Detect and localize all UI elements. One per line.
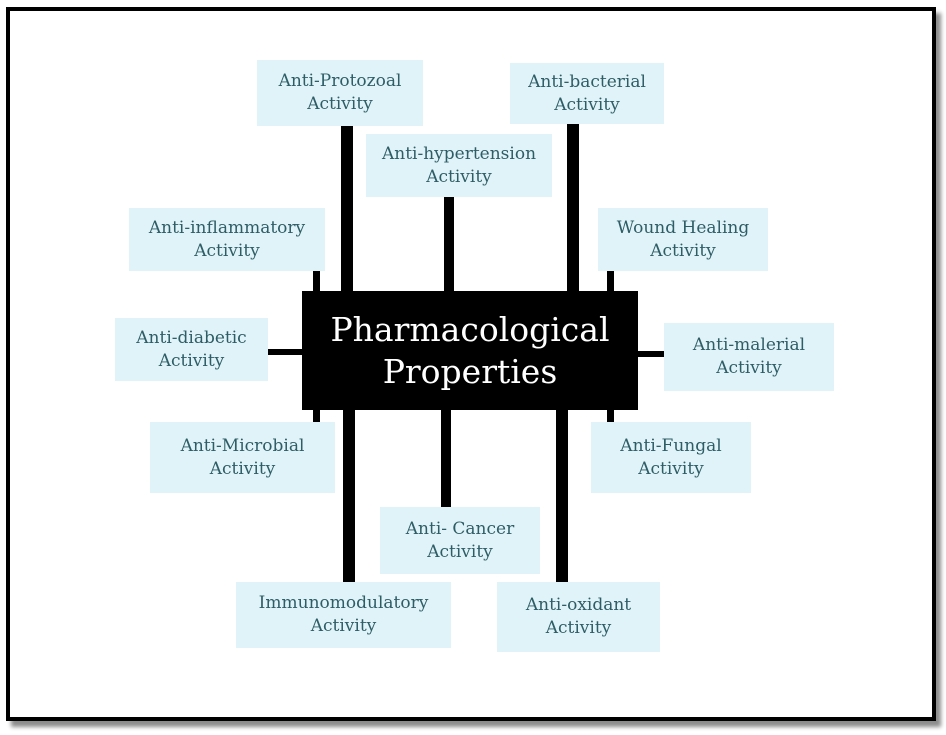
node-anti-microbial: Anti-Microbial Activity	[150, 422, 335, 493]
node-anti-bacterial: Anti-bacterial Activity	[510, 63, 664, 124]
connector-anti-inflammatory	[313, 270, 320, 292]
node-anti-fungal: Anti-Fungal Activity	[591, 422, 751, 493]
center-node-pharmacological-properties: Pharmacological Properties	[302, 291, 638, 410]
node-wound-healing: Wound Healing Activity	[598, 208, 768, 271]
connector-anti-malerial	[637, 351, 665, 357]
node-anti-diabetic: Anti-diabetic Activity	[115, 318, 268, 381]
node-anti-malerial: Anti-malerial Activity	[664, 323, 834, 391]
node-immunomodulatory: Immunomodulatory Activity	[236, 582, 451, 648]
node-anti-cancer: Anti- Cancer Activity	[380, 507, 540, 574]
connector-anti-diabetic	[267, 349, 303, 355]
connector-wound-healing	[607, 270, 614, 292]
connector-anti-protozoal	[341, 125, 353, 292]
connector-anti-cancer	[441, 409, 451, 508]
connector-anti-hypertension	[444, 196, 454, 292]
node-anti-protozoal: Anti-Protozoal Activity	[257, 60, 423, 126]
node-anti-oxidant: Anti-oxidant Activity	[497, 582, 660, 652]
connector-anti-fungal	[607, 409, 614, 423]
node-anti-inflammatory: Anti-inflammatory Activity	[129, 208, 325, 271]
connector-anti-bacterial	[567, 123, 579, 292]
connector-immunomodulatory	[343, 409, 355, 583]
connector-anti-microbial	[313, 409, 320, 423]
node-anti-hypertension: Anti-hypertension Activity	[366, 134, 552, 197]
connector-anti-oxidant	[556, 409, 568, 583]
